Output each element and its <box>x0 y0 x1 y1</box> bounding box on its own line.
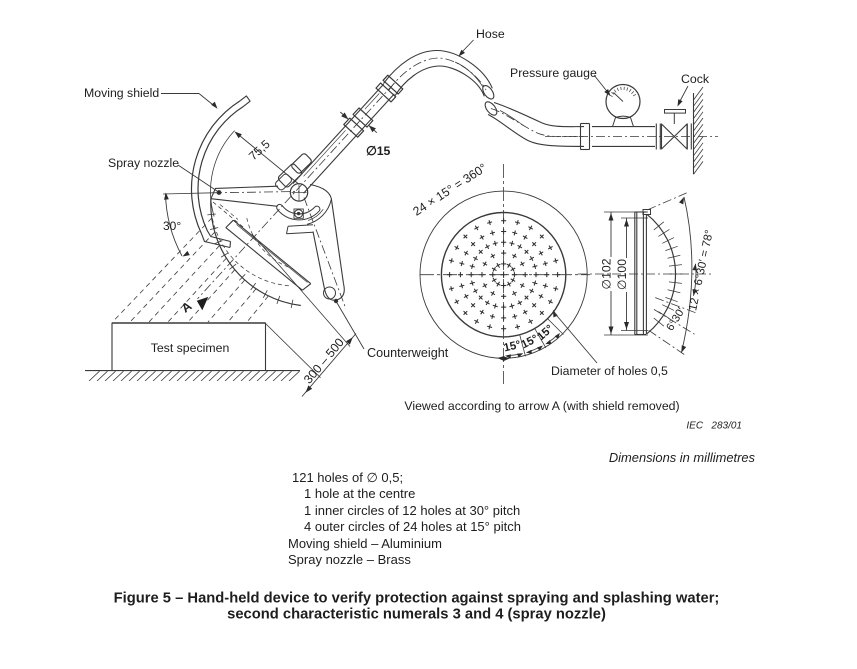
svg-text:Moving shield – Aluminium: Moving shield – Aluminium <box>288 536 442 551</box>
svg-text:∅102: ∅102 <box>600 258 614 289</box>
svg-text:30°: 30° <box>163 219 181 233</box>
svg-text:121 holes of ∅ 0,5;: 121 holes of ∅ 0,5; <box>292 470 403 485</box>
svg-text:Spray nozzle – Brass: Spray nozzle – Brass <box>288 552 411 567</box>
svg-text:Figure 5 – Hand-held device to: Figure 5 – Hand-held device to verify pr… <box>114 591 720 607</box>
svg-text:Viewed according to arrow A (w: Viewed according to arrow A (with shield… <box>404 399 679 413</box>
svg-text:1 inner circles of 12 holes at: 1 inner circles of 12 holes at 30° pitch <box>304 503 520 518</box>
svg-text:Moving shield: Moving shield <box>84 86 159 100</box>
svg-text:Dimensions in millimetres: Dimensions in millimetres <box>609 450 756 465</box>
svg-text:IEC 283/01: IEC 283/01 <box>686 421 742 432</box>
svg-text:Counterweight: Counterweight <box>367 346 449 360</box>
svg-text:Cock: Cock <box>681 72 710 86</box>
svg-text:∅15: ∅15 <box>366 144 391 158</box>
svg-text:15°: 15° <box>503 339 523 355</box>
svg-text:4 outer circles of 24 holes at: 4 outer circles of 24 holes at 15° pitch <box>304 519 521 534</box>
svg-text:∅100: ∅100 <box>615 259 629 290</box>
svg-text:1 hole at the centre: 1 hole at the centre <box>304 486 415 501</box>
svg-text:Hose: Hose <box>476 27 505 41</box>
svg-text:Diameter of holes 0,5: Diameter of holes 0,5 <box>551 364 668 378</box>
svg-text:Pressure gauge: Pressure gauge <box>510 66 597 80</box>
svg-text:Spray nozzle: Spray nozzle <box>108 156 179 170</box>
svg-text:Test specimen: Test specimen <box>151 341 230 355</box>
svg-text:second characteristic numerals: second characteristic numerals 3 and 4 (… <box>227 607 606 623</box>
